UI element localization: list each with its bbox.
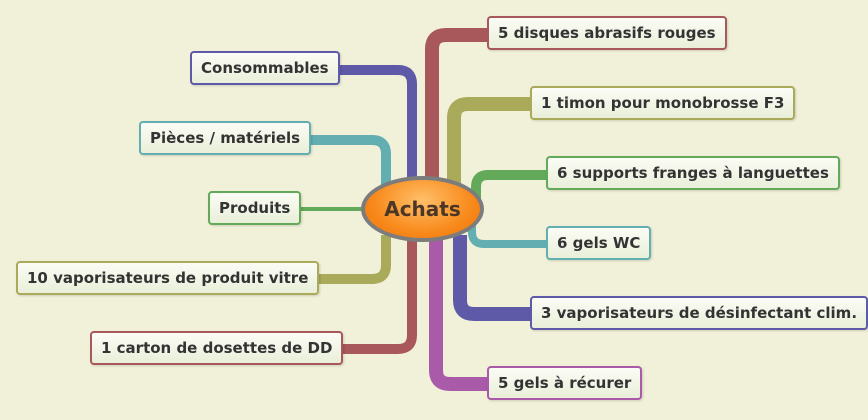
topic-timon-monobrosse[interactable]: 1 timon pour monobrosse F3 — [530, 86, 796, 120]
topic-gels-wc[interactable]: 6 gels WC — [546, 226, 652, 260]
topic-label: 3 vaporisateurs de désinfectant clim. — [541, 304, 858, 322]
topic-label: 1 carton de dosettes de DD — [101, 339, 333, 357]
topic-label: 6 supports franges à languettes — [557, 164, 829, 182]
central-topic[interactable]: Achats — [361, 176, 484, 242]
connector-vaporisateurs-desinfectant — [453, 235, 531, 321]
connector-disques-abrasifs — [425, 28, 488, 190]
topic-produits[interactable]: Produits — [208, 191, 302, 225]
connector-consommables — [332, 65, 417, 190]
topic-label: 10 vaporisateurs de produit vitre — [27, 269, 309, 287]
topic-label: 5 disques abrasifs rouges — [498, 24, 716, 42]
connector-timon — [447, 97, 531, 190]
topic-vaporisateurs-vitre[interactable]: 10 vaporisateurs de produit vitre — [16, 261, 320, 295]
topic-pieces-materiels[interactable]: Pièces / matériels — [139, 121, 312, 155]
connector-carton-dosettes — [332, 235, 417, 354]
topic-carton-dosettes[interactable]: 1 carton de dosettes de DD — [90, 331, 344, 365]
topic-label: 6 gels WC — [557, 234, 641, 252]
topic-gels-recurer[interactable]: 5 gels à récurer — [487, 366, 643, 400]
topic-vaporisateurs-desinfectant[interactable]: 3 vaporisateurs de désinfectant clim. — [530, 296, 868, 330]
connector-pieces-materiels — [304, 135, 391, 190]
topic-supports-franges[interactable]: 6 supports franges à languettes — [546, 156, 840, 190]
connector-vaporisateurs-vitre — [304, 235, 391, 284]
topic-disques-abrasifs[interactable]: 5 disques abrasifs rouges — [487, 16, 727, 50]
topic-label: 5 gels à récurer — [498, 374, 632, 392]
topic-label: Pièces / matériels — [150, 129, 301, 147]
topic-consommables[interactable]: Consommables — [190, 51, 340, 85]
topic-label: Consommables — [201, 59, 329, 77]
topic-label: Produits — [219, 199, 291, 217]
central-topic-label: Achats — [384, 197, 461, 221]
connector-supports-franges — [466, 170, 547, 200]
topic-label: 1 timon pour monobrosse F3 — [541, 94, 785, 112]
connector-gels-wc — [466, 224, 547, 248]
connector-gels-recurer — [429, 235, 488, 391]
